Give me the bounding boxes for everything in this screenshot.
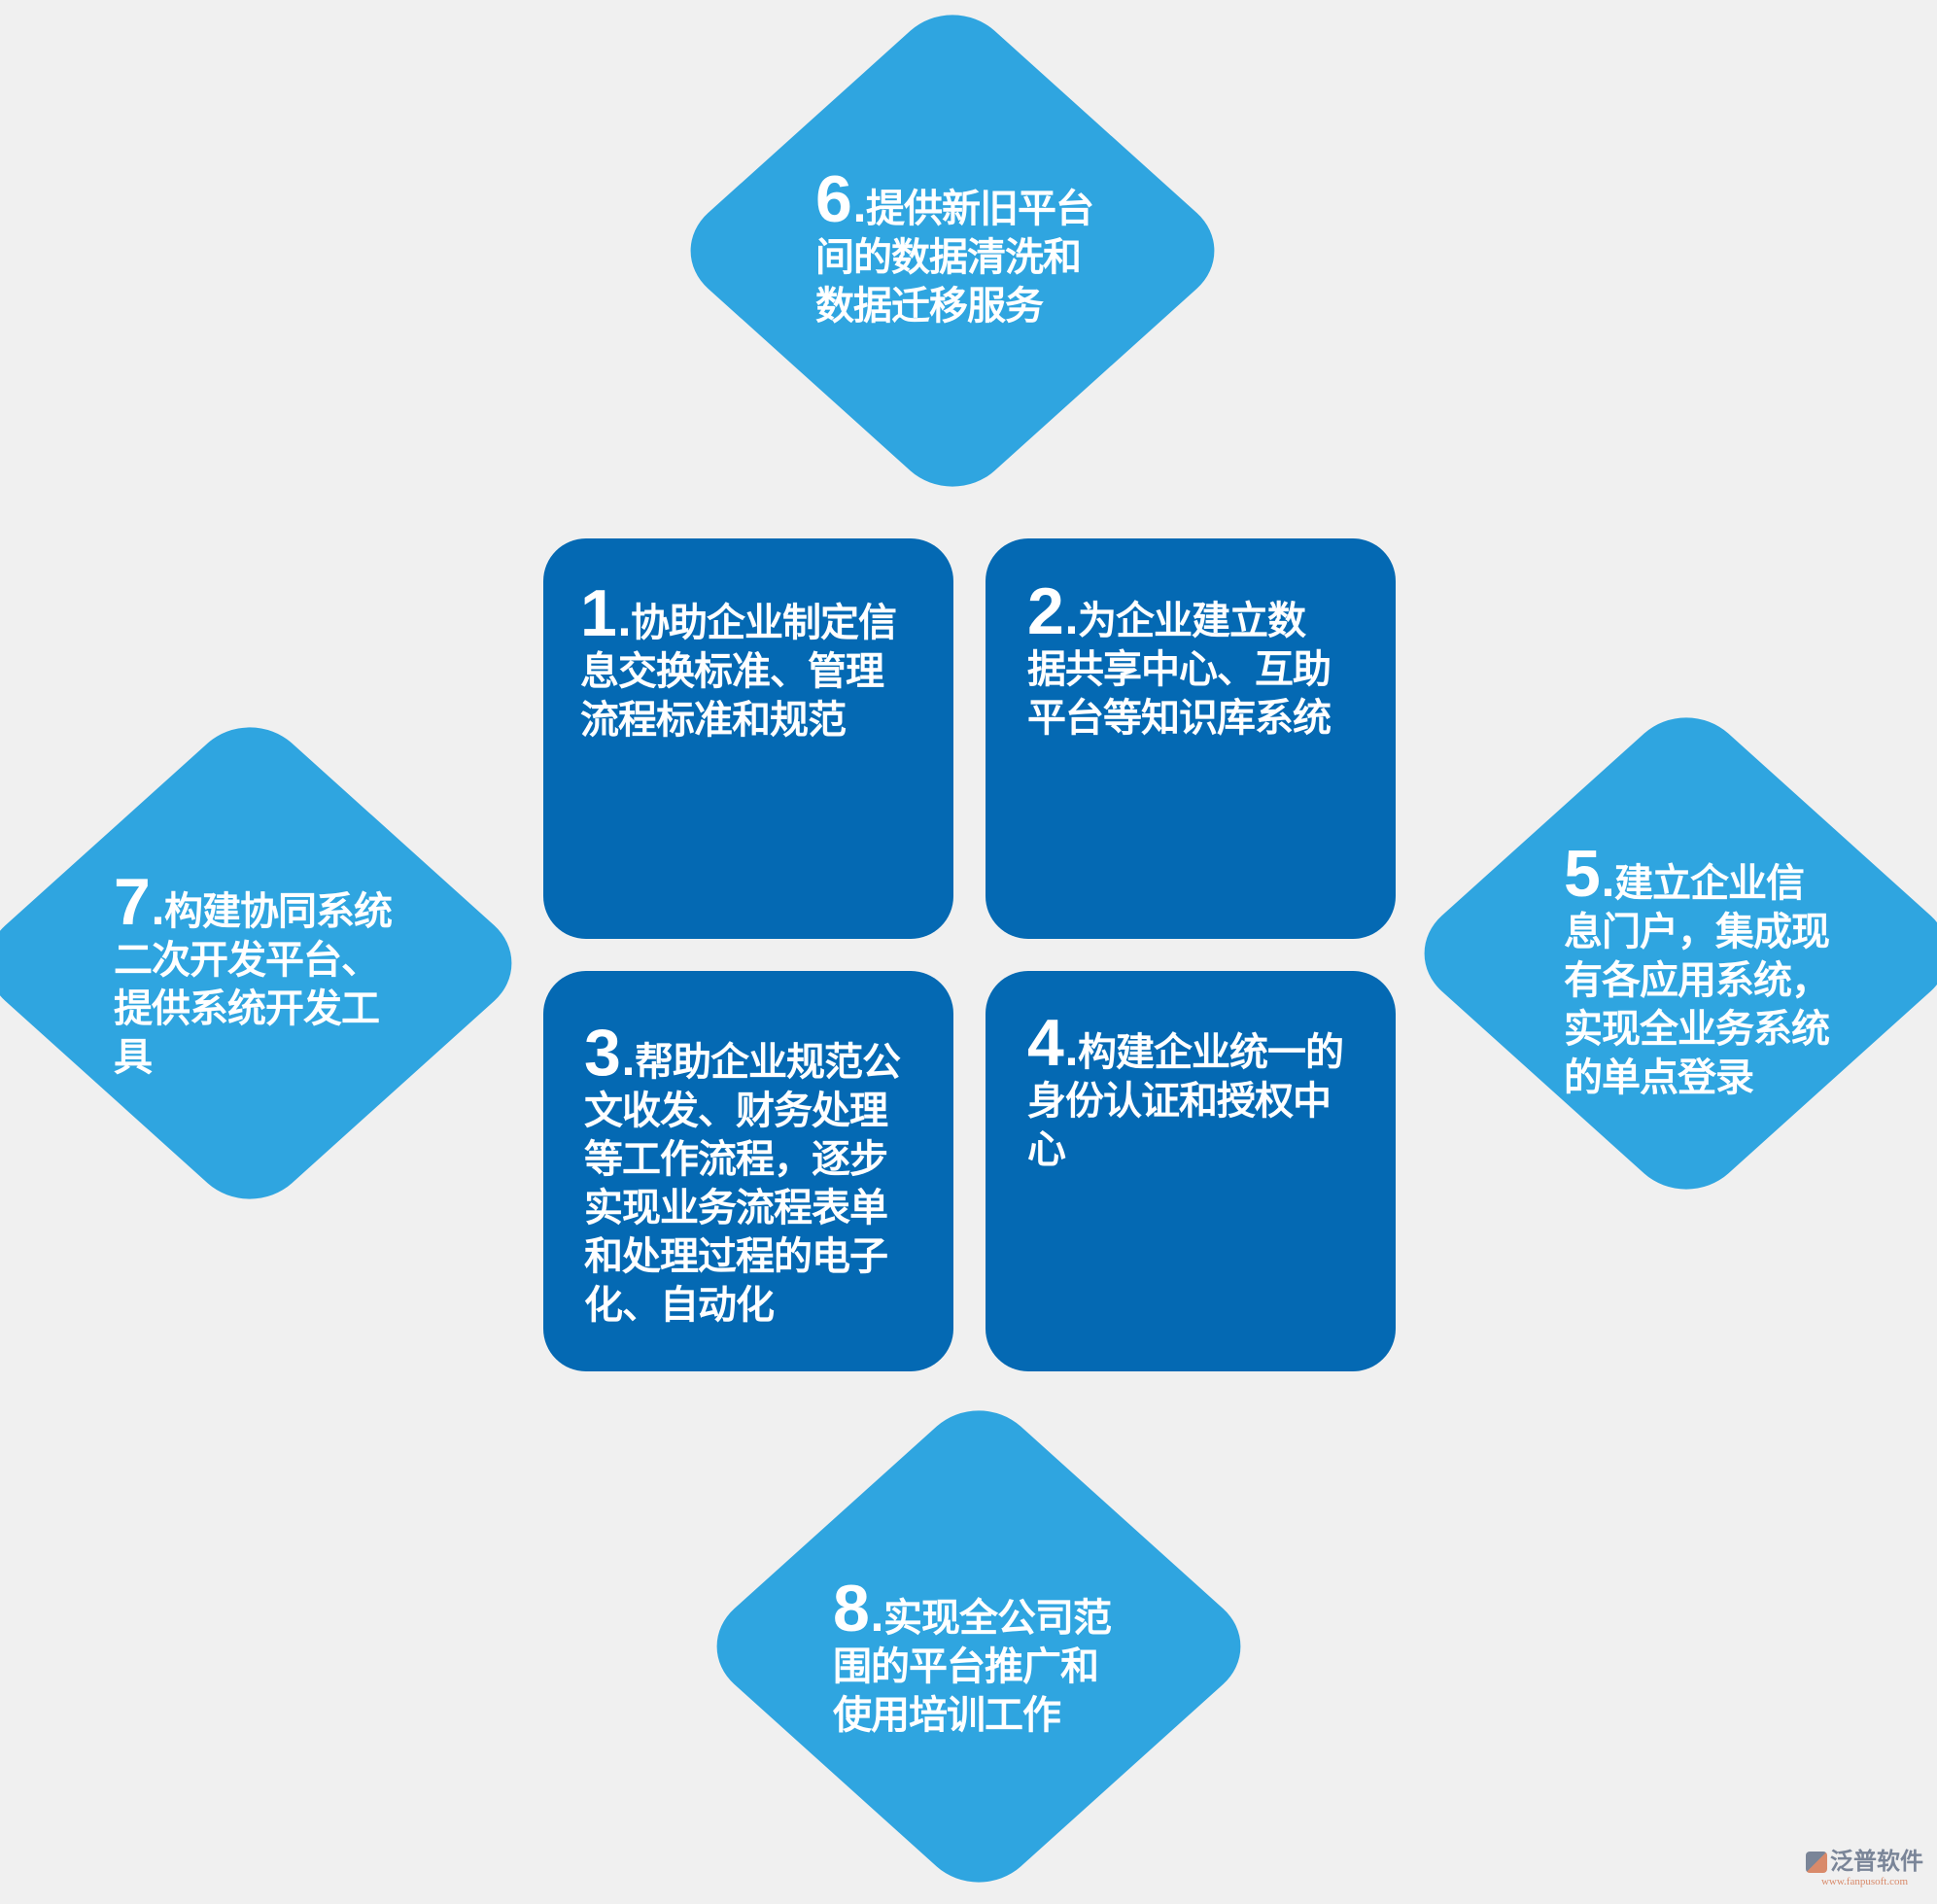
logo-name: 泛普软件 <box>1830 1848 1923 1875</box>
item-1-text: 1.协助企业制定信息交换标准、管理流程标准和规范 <box>580 576 897 743</box>
logo-icon <box>1806 1852 1827 1873</box>
box-3 <box>543 971 953 1371</box>
box-1 <box>543 538 953 939</box>
box-4 <box>986 971 1396 1371</box>
item-4-text: 4.构建企业统一的身份认证和授权中心 <box>1027 1006 1344 1172</box>
item-7-text: 7.构建协同系统二次开发平台、提供系统开发工具 <box>114 865 393 1080</box>
item-5-text: 5.建立企业信息门户，集成现有各应用系统，实现全业务系统的单点登录 <box>1564 837 1830 1100</box>
watermark-logo: 泛普软件 www.fanpusoft.com <box>1806 1842 1923 1887</box>
item-6-text: 6.提供新旧平台间的数据清洗和数据迁移服务 <box>815 162 1094 329</box>
logo-url: www.fanpusoft.com <box>1820 1876 1909 1887</box>
item-2-text: 2.为企业建立数据共享中心、互助平台等知识库系统 <box>1027 574 1332 741</box>
box-2 <box>986 538 1396 939</box>
item-3-text: 3.帮助企业规范公文收发、财务处理等工作流程，逐步实现业务流程表单和处理过程的电… <box>584 1016 901 1328</box>
item-8-text: 8.实现全公司范围的平台推广和使用培训工作 <box>833 1572 1112 1738</box>
